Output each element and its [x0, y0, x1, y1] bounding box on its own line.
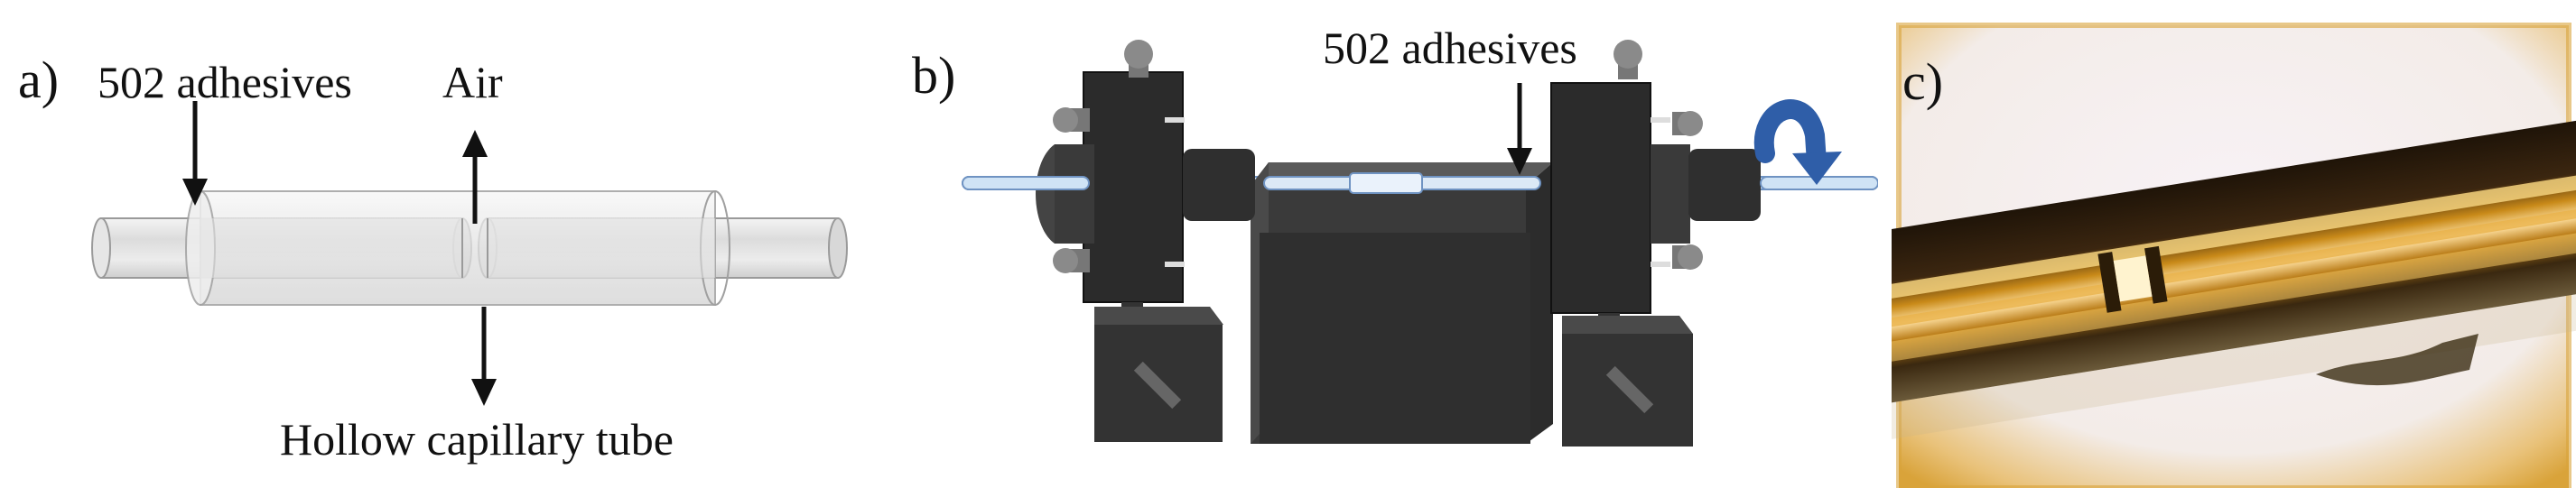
capillary-on-fiber [1349, 172, 1423, 194]
adhesive-arrow-a [182, 101, 208, 206]
adhesive-label-a: 502 adhesives [98, 57, 352, 107]
panel-a-schematic: a) 502 adhesives Air Hollow capillary tu… [0, 0, 867, 488]
capillary-diagram [91, 101, 848, 406]
center-block [1251, 162, 1553, 444]
capillary-micrograph [1892, 111, 2576, 447]
tube-arrow [471, 307, 497, 406]
panel-c-micrograph: c) [1892, 0, 2576, 488]
panel-b-setup: b) 502 adhesives [903, 0, 1878, 488]
panel-b-label: b) [912, 46, 956, 105]
air-arrow [462, 130, 488, 224]
air-label: Air [442, 57, 503, 107]
left-base-box [1094, 307, 1223, 442]
adhesive-label-b: 502 adhesives [1323, 23, 1577, 73]
right-base-box [1562, 316, 1693, 447]
rotate-arrow-icon [1753, 99, 1842, 185]
micrograph-image [1892, 23, 2576, 488]
panel-c-label: c) [1902, 52, 1944, 111]
tube-label: Hollow capillary tube [280, 414, 674, 465]
panel-a-label: a) [18, 51, 60, 109]
outer-capillary [185, 190, 730, 306]
left-stage [1036, 40, 1255, 345]
right-stage [1550, 40, 1761, 340]
alignment-stage-diagram [962, 40, 1878, 447]
adhesive-arrow-b [1507, 83, 1532, 175]
